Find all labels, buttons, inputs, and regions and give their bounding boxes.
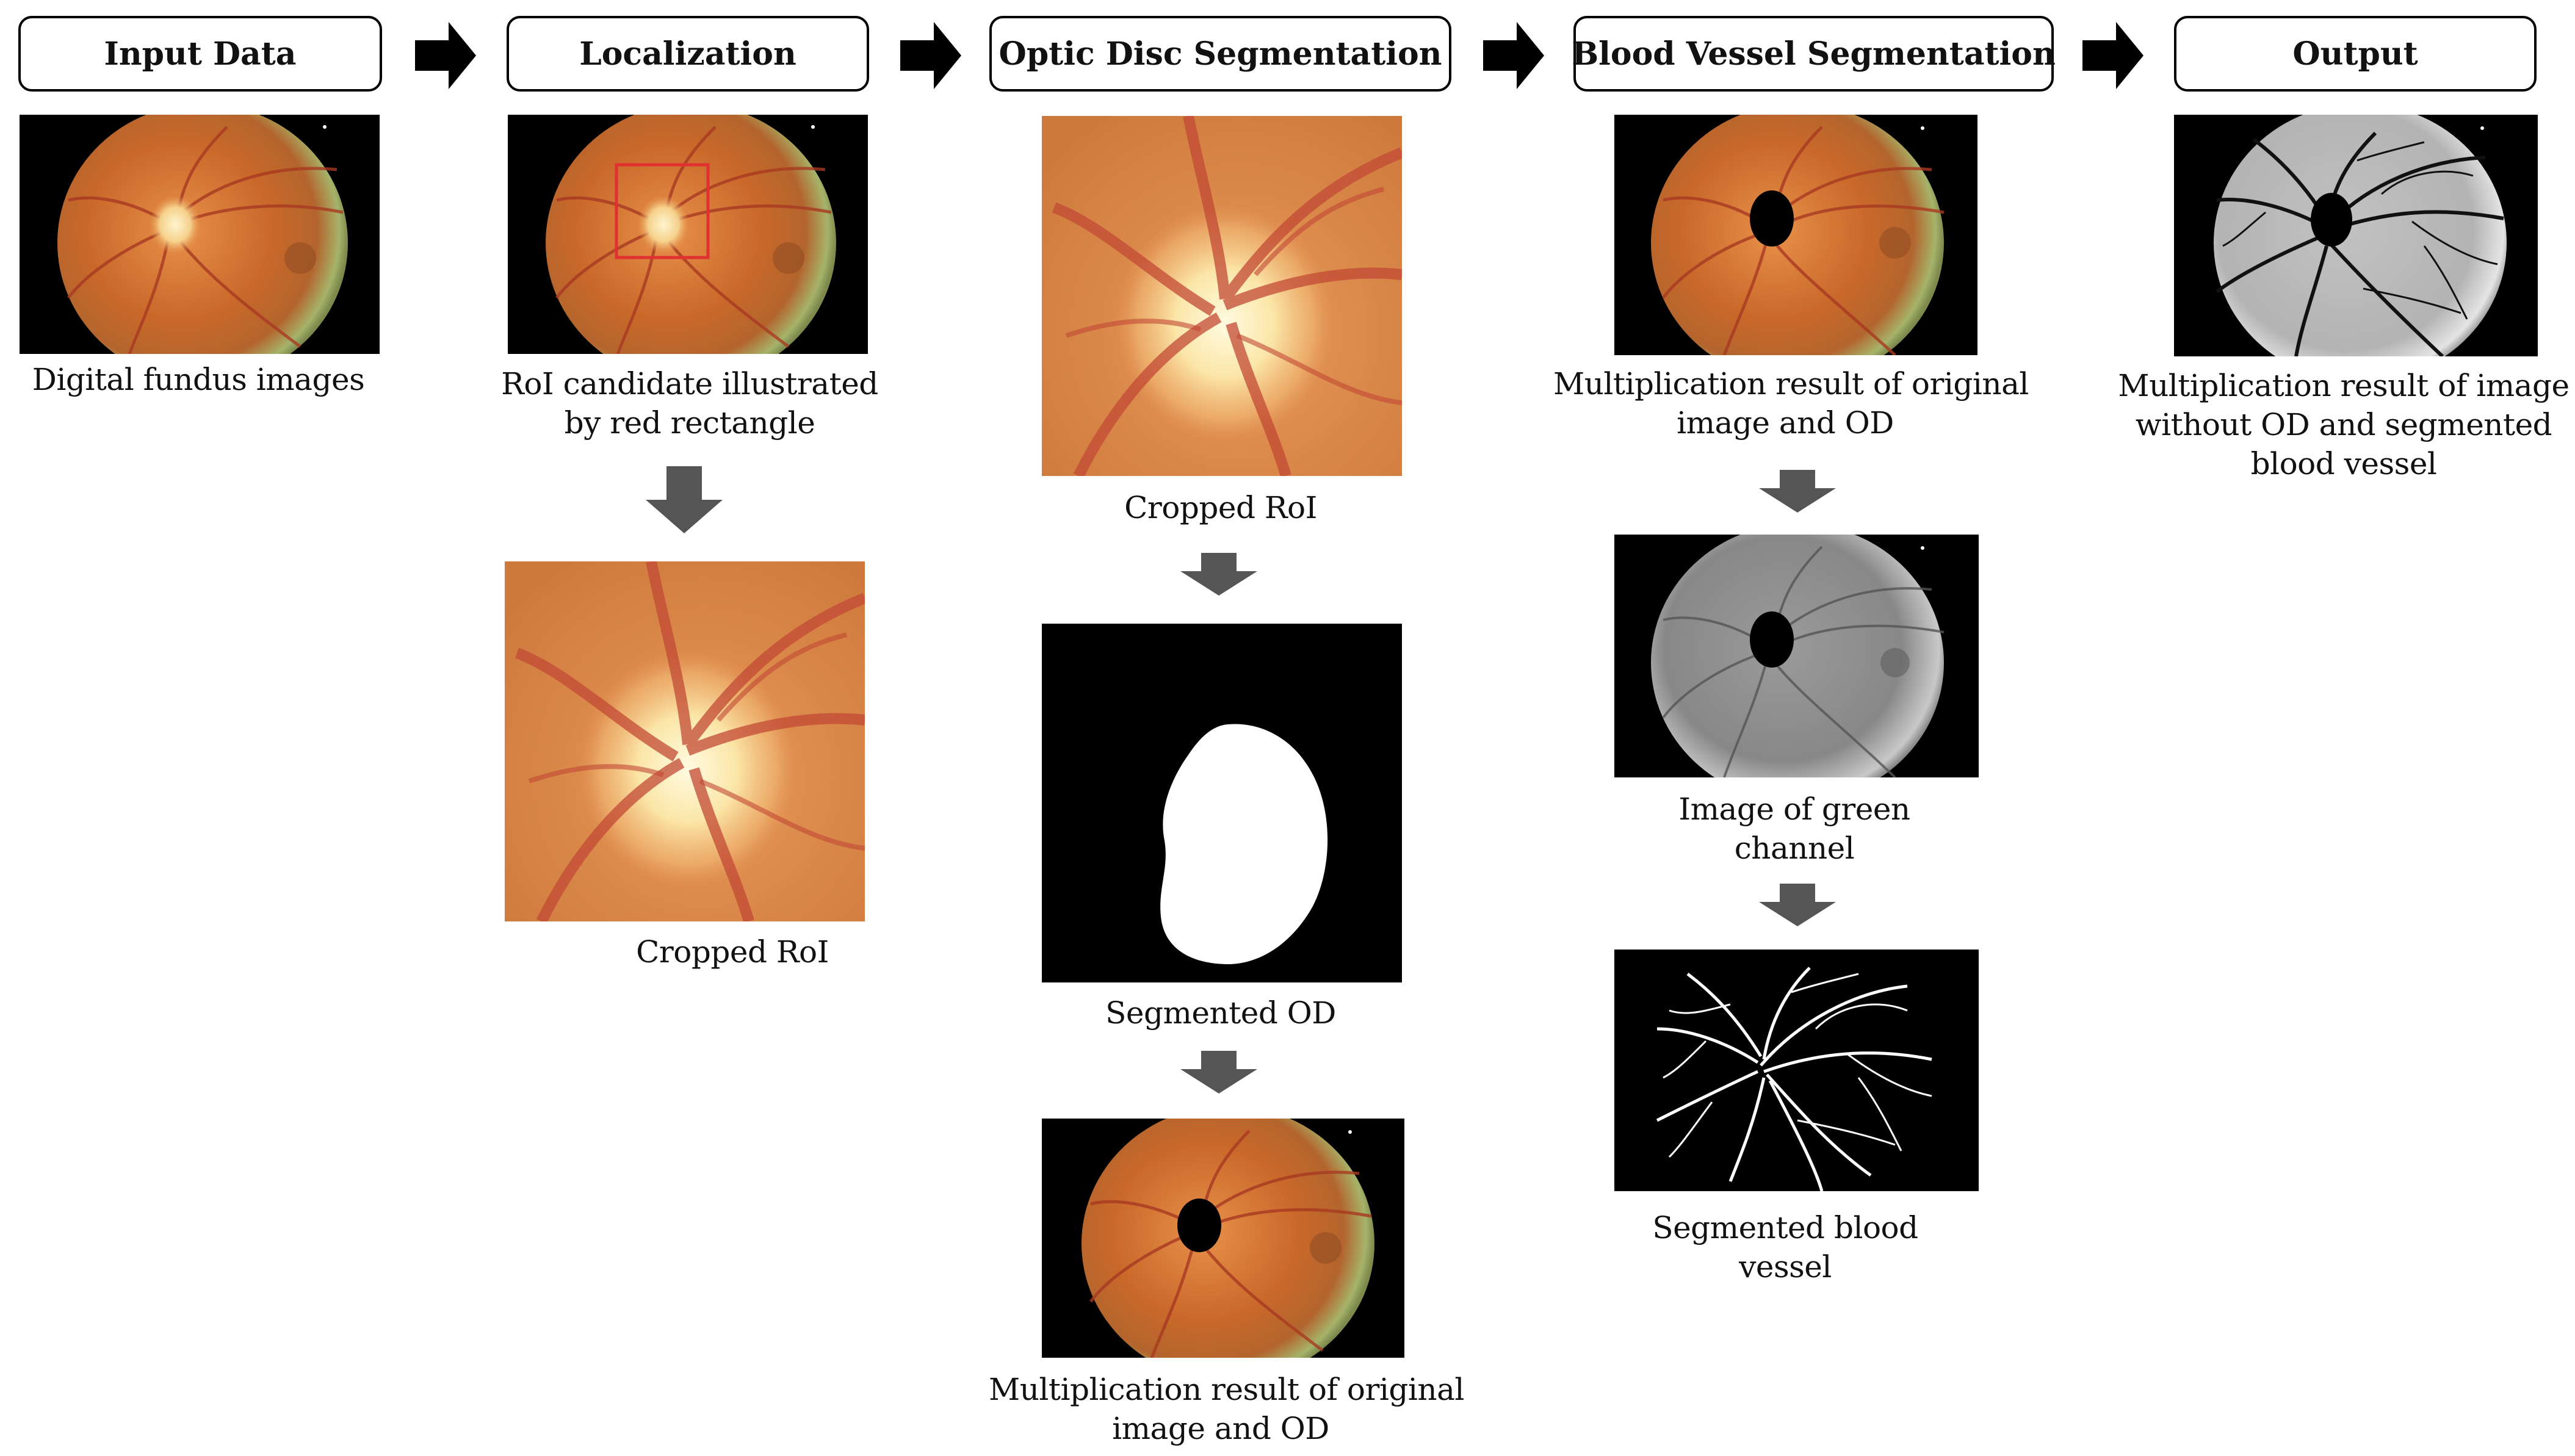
step-arrow-bv-1: [1759, 470, 1836, 513]
caption-bv-multiplication: Multiplication result of original image …: [1553, 366, 2029, 441]
caption-od-segmented: Segmented OD: [1105, 995, 1336, 1031]
cropped-roi-localization: [505, 561, 865, 921]
step-arrow-localization: [646, 466, 723, 533]
step-arrow-od-1: [1180, 553, 1257, 596]
caption-od-multiplication: Multiplication result of original image …: [989, 1372, 1464, 1446]
caption-input-fundus: Digital fundus images: [32, 362, 365, 397]
stage-optic-disc-segmentation: Optic Disc Segmentation: [989, 16, 1451, 92]
flow-arrow-3: [1483, 22, 1544, 89]
roi-rectangle: [615, 163, 710, 259]
step-arrow-bv-2: [1759, 884, 1836, 926]
flow-arrow-1: [415, 22, 476, 89]
od-multiplication-image: [1042, 1119, 1404, 1358]
caption-od-cropped: Cropped RoI: [1124, 490, 1317, 525]
stage-input-data: Input Data: [18, 16, 382, 92]
segmented-od-mask: [1042, 624, 1402, 982]
caption-bv-green: Image of green channel: [1678, 791, 1910, 866]
stage-localization: Localization: [507, 16, 869, 92]
output-result-image: [2174, 115, 2538, 356]
stage-output: Output: [2174, 16, 2537, 92]
bv-multiplication-image: [1614, 115, 1977, 355]
caption-bv-segmented: Segmented blood vessel: [1652, 1210, 1918, 1285]
segmented-blood-vessel-image: [1614, 950, 1979, 1191]
stage-blood-vessel-segmentation: Blood Vessel Segmentation: [1572, 16, 2056, 92]
step-arrow-od-2: [1180, 1051, 1257, 1094]
flow-arrow-2: [900, 22, 961, 89]
green-channel-image: [1614, 535, 1979, 777]
fundus-image-roi-candidate: [508, 115, 868, 354]
flow-arrow-4: [2082, 22, 2143, 89]
caption-loc-cropped: Cropped RoI: [636, 934, 829, 970]
cropped-roi-optic-disc: [1042, 116, 1402, 476]
caption-output-result: Multiplication result of image without O…: [2118, 368, 2570, 481]
caption-roi-candidate: RoI candidate illustrated by red rectang…: [501, 366, 878, 441]
fundus-image-input: [20, 115, 380, 354]
